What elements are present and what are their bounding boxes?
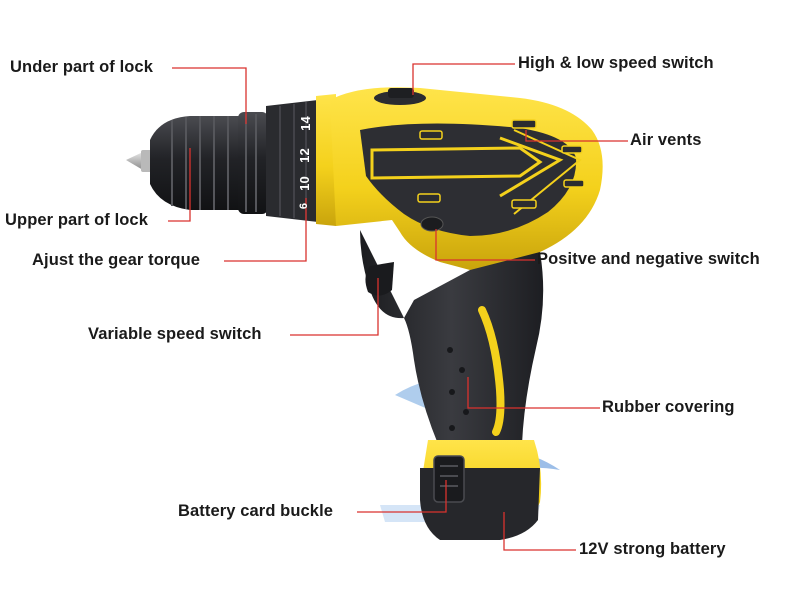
leader-high-low-speed: [412, 63, 515, 95]
label-upper-part-of-lock: Upper part of lock: [5, 211, 148, 229]
leader-positive-negative: [435, 229, 535, 261]
torque-collar: [266, 94, 336, 226]
leader-strong-battery: [503, 512, 576, 551]
leader-lines: [168, 63, 628, 551]
drill-bit: [126, 150, 153, 172]
drill-body: [330, 87, 603, 444]
label-positive-negative-switch: Positve and negative switch: [537, 250, 760, 268]
leader-upper-lock: [168, 148, 191, 222]
chuck-number-6: 6: [298, 202, 311, 210]
label-under-part-of-lock: Under part of lock: [10, 58, 153, 76]
leader-under-lock: [172, 67, 247, 124]
chuck-number-10: 10: [296, 176, 312, 191]
label-high-low-speed-switch: High & low speed switch: [518, 54, 714, 72]
chuck: [150, 112, 268, 214]
label-variable-speed-switch: Variable speed switch: [88, 325, 262, 343]
chuck-number-14: 14: [297, 116, 313, 131]
chuck-number-12: 12: [296, 148, 312, 163]
leader-rubber-covering: [467, 377, 600, 409]
label-battery-card-buckle: Battery card buckle: [178, 502, 334, 520]
label-air-vents: Air vents: [630, 131, 702, 149]
leader-gear-torque: [224, 198, 307, 262]
label-rubber-covering: Rubber covering: [602, 398, 735, 416]
leader-battery-buckle: [357, 480, 447, 513]
battery-pack: [420, 440, 542, 540]
label-12v-strong-battery: 12V strong battery: [579, 540, 726, 558]
air-vents: [417, 119, 585, 209]
leader-variable-speed: [290, 278, 379, 336]
leader-air-vents: [525, 130, 628, 142]
label-adjust-gear-torque: Ajust the gear torque: [32, 251, 201, 269]
